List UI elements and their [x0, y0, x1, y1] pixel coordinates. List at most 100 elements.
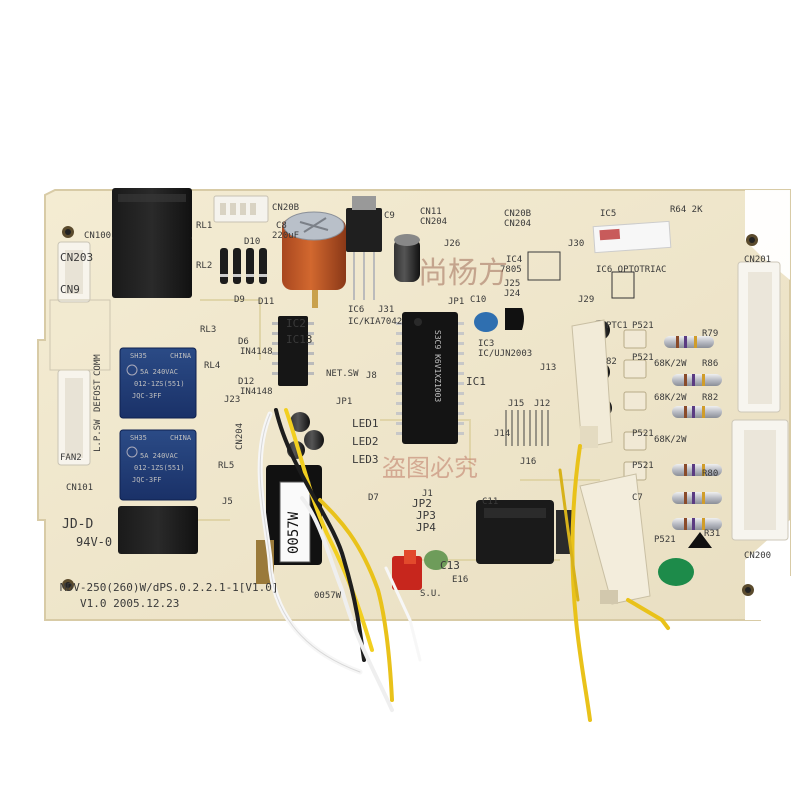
passive-label-r86: R86 [702, 359, 719, 369]
jumper-label-netsw: NET.SW [326, 369, 359, 379]
diode-label-d9: D9 [234, 295, 245, 305]
relay-label-rl4: RL4 [204, 361, 221, 371]
relay-print-origin-1: CHINA [170, 352, 192, 360]
ceramic-capacitor-blue [474, 312, 498, 332]
connector-label-cn11: CN20B [504, 209, 532, 219]
ptc-red [392, 556, 422, 590]
connector-label-cn203: S.U. [420, 589, 442, 599]
board-notch [745, 190, 790, 280]
jumper-label-j15: J15 [508, 399, 525, 409]
ic-label-uln2003: IC13 [286, 333, 313, 346]
relay-rl4 [118, 506, 198, 554]
connector-label-qzx: CN9 [60, 283, 80, 296]
barcode-sticker [592, 220, 672, 254]
passive-label-2-5m: C10 [470, 295, 487, 305]
relay-blue-2 [119, 429, 197, 501]
relay-label-rl2: RL2 [196, 261, 213, 271]
diode-label-in4148-b: IN4148 [240, 387, 273, 397]
diode-label-d7: D7 [368, 493, 379, 503]
led-label-led2: LED2 [352, 435, 379, 448]
jumper-label-j26: J30 [568, 239, 585, 249]
passive-label-r79: R79 [702, 329, 719, 339]
mount-hole [749, 237, 755, 243]
relay-label-rl1: RL1 [196, 221, 213, 231]
connector-label-cn204: CN204 [235, 422, 245, 450]
jumper-label-j30: J31 [378, 305, 395, 315]
relay-print-series-2: SH35 [130, 434, 147, 442]
passive-label-e16: C8 [276, 221, 287, 231]
passive-label-p521-c: P521 [632, 429, 654, 439]
jumper-label-j16: J16 [520, 457, 537, 467]
optotriac-ic6 [611, 271, 635, 299]
relay-print-code-1: 012-1ZS(551) [134, 380, 185, 388]
passive-label-68k-d: P521 [654, 535, 676, 545]
mcu-print: S3C9 K6V1XZ1003 [433, 330, 442, 403]
sticker-code-print: 0057W [314, 591, 342, 601]
passive-label-p521-e: C7 [632, 493, 643, 503]
connector-label-cn200: CN200 [744, 551, 772, 561]
led-label-led3: LED3 [352, 453, 379, 466]
ic-label-3082: 7805 [500, 265, 522, 275]
relay-label-rl3: RL3 [200, 325, 217, 335]
jumper-label-j8: J8 [366, 371, 377, 381]
jumper-label-jp1: JP1 [336, 397, 353, 407]
mount-hole [65, 229, 71, 235]
mount-hole [65, 582, 71, 588]
jumper-label-j29: J23 [224, 395, 241, 405]
capacitor-green-small [424, 550, 448, 570]
connector-label-cn100: CN100 [84, 231, 112, 241]
jumper-label-j12: J12 [534, 399, 551, 409]
jumper-label-j14: J14 [494, 429, 511, 439]
relay-blue-1 [119, 347, 197, 419]
diode-label-d6: D6 [238, 337, 249, 347]
connector-label-comm: CN204 [504, 219, 532, 229]
passive-label-c7: PTC1 [606, 321, 628, 331]
ic-label-optotriac: IC6 OPTOTRIAC [596, 265, 667, 275]
varistor-green [658, 558, 694, 586]
relay-print-brand-1: JQC-3FF [132, 392, 162, 400]
watermark-top: 尚杨方 [418, 256, 508, 291]
relay-print-rating-2: 5A 240VAC [140, 452, 178, 460]
jumper-label-jp2: JP2 [412, 497, 432, 510]
relay-print-code-2: 012-1ZS(551) [134, 464, 185, 472]
mount-hole [745, 587, 751, 593]
transistor-ic3 [505, 308, 524, 330]
passive-label-r64: R64 2K [670, 205, 703, 215]
jumper-label-j13: J13 [540, 363, 557, 373]
jumper-label-j25: J29 [578, 295, 595, 305]
resistor-column [664, 336, 722, 530]
connector-label-cn9: CN11 [420, 207, 442, 217]
connector-left-frame [49, 299, 111, 371]
connector-label-cn101: CN101 [66, 483, 94, 493]
board-right-cut [745, 520, 790, 620]
jumper-label-jp4: JP4 [416, 521, 436, 534]
connector-label-lpsw: CN204 [420, 217, 448, 227]
ic-label-ic1: IC1 [466, 375, 486, 388]
passive-label-r31: R31 [704, 529, 721, 539]
watermark-middle: 盗图必究 [382, 454, 478, 482]
ic-label-ic2: IC2 [286, 317, 306, 330]
jumper-label-j20: J24 [504, 289, 521, 299]
passive-label-p521-b: P521 [632, 353, 654, 363]
passive-label-r80: R80 [702, 469, 719, 479]
jumper-label-j5: J5 [222, 497, 233, 507]
board-model-line: MDV-250(260)W/dPS.0.2.2.1-1[V1.0] [60, 581, 279, 594]
passive-label-ptc1: C13 [440, 559, 460, 572]
passive-label-p521-d: P521 [632, 461, 654, 471]
connector-label-defost: COMM [93, 354, 103, 376]
passive-label-c8: 82 [606, 357, 617, 367]
regulator-7805 [346, 208, 382, 252]
terminal-block-1 [571, 319, 613, 449]
sticker-code: 0057W [286, 511, 302, 554]
ic-label-7805: IC/KIA7042 [348, 317, 403, 327]
jumper-label-j1: J1 [422, 489, 433, 499]
relay-print-rating-1: 5A 240VAC [140, 368, 178, 376]
board-maker-mark: JD-D [62, 517, 94, 532]
mcu-ic1 [402, 312, 458, 444]
cap-print-220uf: 220uF [272, 231, 300, 241]
passive-label-68k-b: 68K/2W [654, 393, 687, 403]
optocoupler-column [623, 329, 647, 481]
connector-label-cn20b: CN20B [272, 203, 300, 213]
connector-label-su: CN203 [60, 251, 94, 264]
